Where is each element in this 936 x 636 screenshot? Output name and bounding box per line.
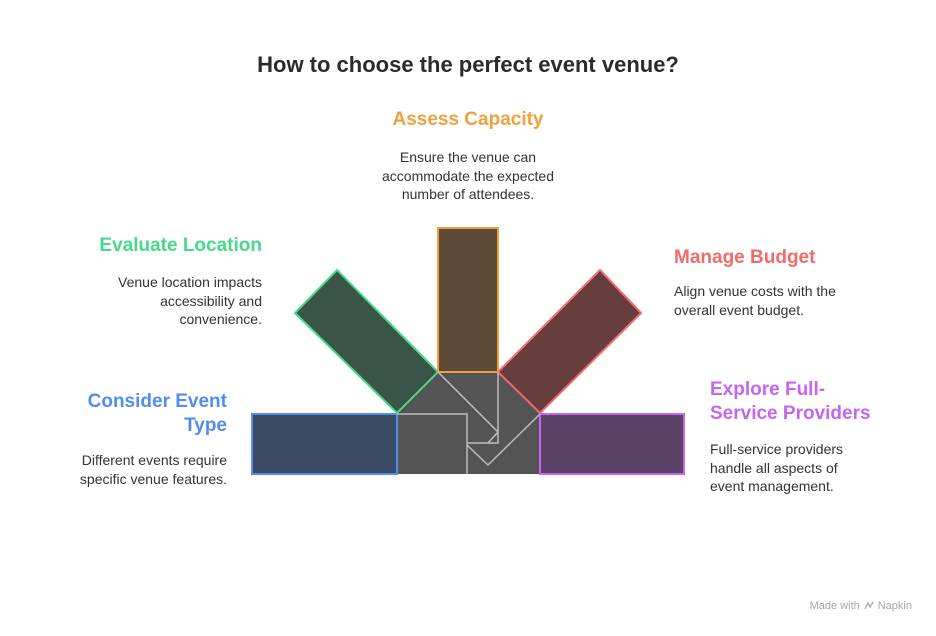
napkin-brand-text: Napkin <box>877 600 912 612</box>
desc-consider-event-type: Different events require specific venue … <box>79 452 227 487</box>
made-with-napkin: Made with Napkin <box>810 600 912 612</box>
napkin-logo-icon <box>864 601 874 610</box>
desc-explore-providers: Full-service providers handle all aspect… <box>710 441 844 494</box>
label-explore-providers: Explore Full-Service Providers <box>710 379 871 424</box>
bar-event-type <box>251 413 398 475</box>
label-assess-capacity: Assess Capacity <box>392 109 544 130</box>
bar-budget <box>496 268 643 415</box>
desc-assess-capacity: Ensure the venue can accommodate the exp… <box>382 149 554 202</box>
label-evaluate-location: Evaluate Location <box>99 235 262 256</box>
page-title: How to choose the perfect event venue? <box>257 52 679 77</box>
desc-evaluate-location: Venue location impacts accessibility and… <box>118 274 262 327</box>
made-with-text: Made with <box>809 600 860 612</box>
bar-providers <box>539 413 685 475</box>
label-consider-event-type: Consider Event Type <box>87 391 227 436</box>
desc-manage-budget: Align venue costs with the overall event… <box>674 283 836 318</box>
bar-capacity <box>437 227 499 373</box>
label-manage-budget: Manage Budget <box>674 247 816 268</box>
hub-guides <box>397 371 541 474</box>
bar-location <box>293 268 440 415</box>
